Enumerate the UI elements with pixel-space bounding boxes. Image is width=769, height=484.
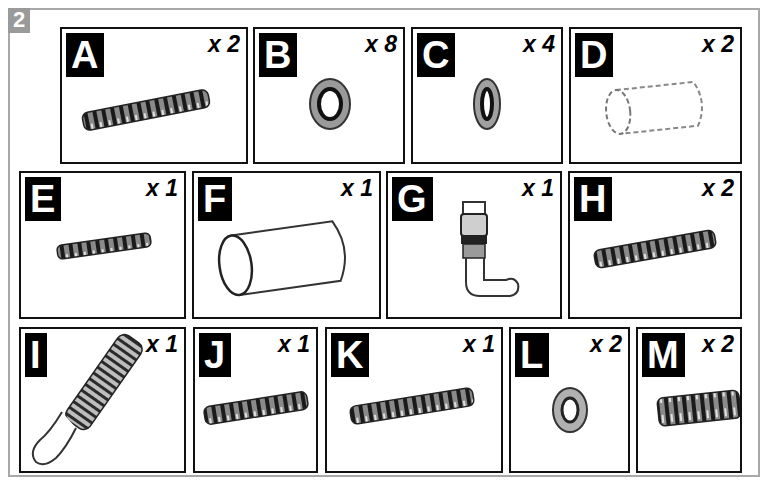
part-quantity: x 4	[523, 33, 555, 56]
part-letter: D	[575, 33, 613, 77]
outer-frame: 2Ax 2Bx 8Cx 4Dx 2Ex 1Fx 1Gx 1Hx 2Ix 1Jx …	[8, 8, 760, 477]
part-letter: B	[259, 33, 297, 77]
threaded-rod	[657, 390, 741, 426]
threaded-rod	[349, 387, 474, 424]
part-letter: I	[25, 333, 47, 377]
part-panel: Hx 2	[568, 171, 742, 319]
part-quantity: x 2	[208, 33, 240, 56]
part-panel: Dx 2	[569, 27, 742, 164]
part-panel: Fx 1	[192, 171, 381, 319]
part-quantity: x 2	[702, 177, 734, 200]
hose-fitting	[461, 202, 518, 296]
part-panel: Jx 1	[193, 327, 318, 473]
part-letter: F	[198, 177, 232, 221]
part-panel: Kx 1	[325, 327, 503, 473]
part-quantity: x 1	[522, 177, 554, 200]
part-letter: E	[25, 177, 61, 221]
part-quantity: x 1	[146, 177, 178, 200]
part-quantity: x 2	[702, 333, 734, 356]
nut	[553, 388, 587, 432]
part-panel: Cx 4	[411, 27, 563, 164]
part-panel: Gx 1	[386, 171, 562, 319]
part-panel: Mx 2	[636, 327, 742, 473]
part-quantity: x 1	[463, 333, 495, 356]
step-number: 2	[8, 8, 30, 33]
part-quantity: x 1	[278, 333, 310, 356]
part-letter: G	[392, 177, 433, 221]
part-letter: M	[642, 333, 685, 377]
threaded-rod	[56, 233, 151, 260]
sleeve	[604, 81, 704, 135]
washer	[310, 79, 350, 129]
ring	[474, 79, 500, 129]
threaded-rod	[81, 89, 210, 131]
part-quantity: x 1	[341, 177, 373, 200]
part-letter: C	[417, 33, 455, 77]
threaded-rod	[593, 230, 716, 269]
threaded-rod	[203, 391, 309, 425]
part-panel: Ax 2	[60, 27, 248, 164]
part-panel: Bx 8	[253, 27, 405, 164]
part-letter: L	[515, 333, 549, 377]
part-quantity: x 1	[146, 333, 178, 356]
part-panel: Ix 1	[19, 327, 186, 473]
part-panel: Lx 2	[509, 327, 630, 473]
part-quantity: x 2	[702, 33, 734, 56]
part-letter: J	[199, 333, 231, 377]
part-panel: Ex 1	[19, 171, 186, 319]
part-quantity: x 8	[365, 33, 397, 56]
part-letter: K	[331, 333, 369, 377]
corrugated-hose	[33, 331, 145, 464]
part-letter: A	[66, 33, 104, 77]
part-quantity: x 2	[590, 333, 622, 356]
part-letter: H	[574, 177, 612, 221]
tube	[215, 220, 348, 297]
